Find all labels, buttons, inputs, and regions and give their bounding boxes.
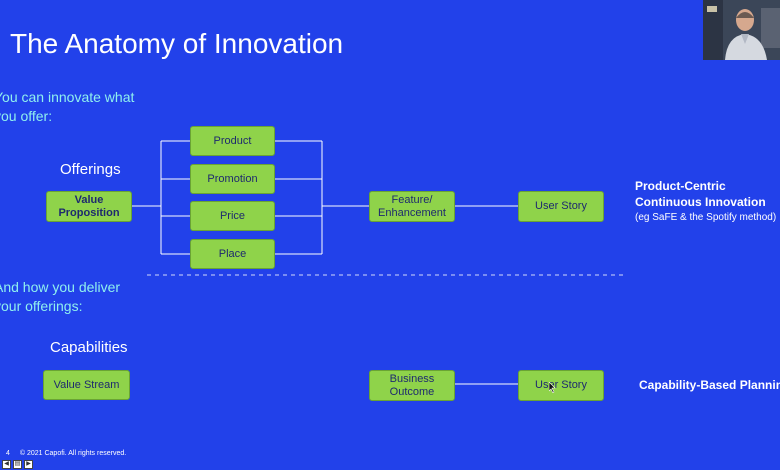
- business-outcome-box: Business Outcome: [369, 370, 455, 401]
- value-stream-box: Value Stream: [43, 370, 130, 400]
- slide-nav-icons[interactable]: ◀ ▤ ▶: [2, 460, 33, 469]
- offerings-label: Offerings: [60, 161, 121, 178]
- product-centric-line-1: Product-Centric: [635, 179, 726, 193]
- page-number: 4: [6, 450, 10, 457]
- offer-text-line-1: You can innovate what: [0, 89, 135, 105]
- user-story-box-bottom: User Story: [518, 370, 604, 401]
- slide-footer: 4 © 2021 Capofi. All rights reserved.: [6, 450, 126, 457]
- deliver-intro-text: And how you deliver your offerings:: [0, 278, 120, 316]
- product-centric-note: Product-Centric Continuous Innovation (e…: [635, 178, 776, 226]
- feature-enhancement-box: Feature/ Enhancement: [369, 191, 455, 222]
- place-box: Place: [190, 239, 275, 269]
- product-box: Product: [190, 126, 275, 156]
- slide-menu-icon[interactable]: ▤: [13, 460, 22, 469]
- presenter-image: [703, 0, 780, 60]
- capability-based-note: Capability-Based Planning: [639, 378, 780, 392]
- webcam-presenter-video: [703, 0, 780, 60]
- user-story-box-top: User Story: [518, 191, 604, 222]
- price-box: Price: [190, 201, 275, 231]
- deliver-text-line-1: And how you deliver: [0, 279, 121, 295]
- copyright-text: © 2021 Capofi. All rights reserved.: [19, 450, 127, 457]
- next-slide-icon[interactable]: ▶: [24, 460, 33, 469]
- promotion-box: Promotion: [190, 164, 275, 194]
- slide-title: The Anatomy of Innovation: [10, 28, 344, 59]
- value-proposition-box: Value Proposition: [46, 191, 132, 222]
- offer-text-line-2: you offer:: [0, 108, 53, 124]
- deliver-text-line-2: your offerings:: [0, 298, 83, 314]
- product-centric-line-2: Continuous Innovation: [635, 195, 766, 209]
- prev-slide-icon[interactable]: ◀: [2, 460, 11, 469]
- product-centric-example: (eg SaFE & the Spotify method): [635, 212, 777, 223]
- offer-intro-text: You can innovate what you offer:: [0, 88, 134, 126]
- capabilities-label: Capabilities: [50, 339, 128, 356]
- mouse-cursor-icon: [549, 382, 556, 393]
